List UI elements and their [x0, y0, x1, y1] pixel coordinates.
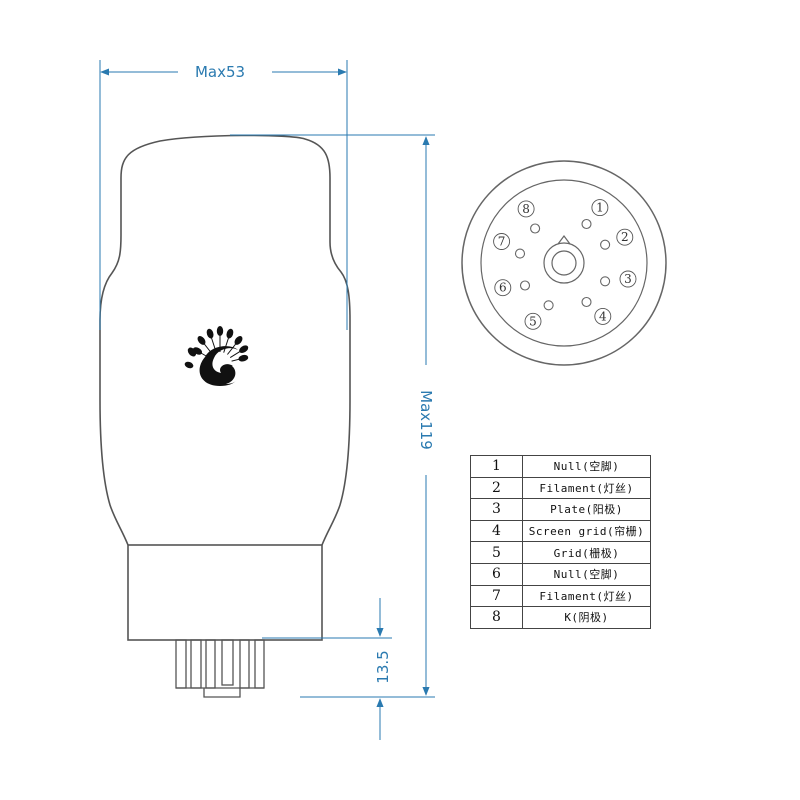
pin-number-text: 1	[596, 201, 604, 215]
pin-hole	[581, 218, 592, 230]
logo-feather-eye	[238, 354, 249, 362]
pin-function-cell: Null(空脚)	[522, 455, 651, 478]
pin-number-circle	[524, 312, 542, 330]
pin-number-label: 3	[619, 270, 637, 288]
logo-body	[199, 346, 239, 386]
socket-pin-labels: 1 2 3 4 5 6 7 8	[493, 199, 637, 330]
pin-number-label: 2	[616, 228, 634, 246]
socket-outer-ring	[461, 160, 667, 366]
pin-number-text: 8	[522, 202, 530, 216]
pin-number-text: 4	[599, 309, 607, 323]
logo-feather-eye	[216, 326, 224, 336]
socket-key	[557, 235, 571, 245]
pin-function-cell: Screen grid(帘栅)	[522, 519, 651, 543]
pin-number-circle	[594, 307, 612, 325]
pin-number-text: 6	[499, 281, 507, 295]
pin-number-cell: 3	[470, 498, 523, 521]
height-dimension: Max119	[230, 134, 435, 698]
logo-feather-eye	[197, 335, 206, 345]
socket-center-hole	[551, 250, 577, 276]
tube-glass-envelope	[99, 134, 351, 546]
pin-hole	[581, 296, 592, 308]
logo-feather-eye	[226, 328, 234, 339]
pin-number-circle	[494, 279, 512, 297]
pin-number-text: 2	[621, 230, 629, 244]
tube-outline	[99, 134, 351, 698]
pin-number-cell: 2	[470, 476, 523, 500]
pin-number-label: 8	[517, 200, 535, 218]
logo-feather-eye	[234, 335, 243, 345]
logo-highlight	[226, 364, 241, 384]
pin-number-cell: 8	[470, 606, 523, 629]
pin-number-circle	[616, 228, 634, 246]
pin-number-circle	[591, 199, 609, 217]
height-label: Max119	[417, 390, 435, 450]
pin-number-cell: 4	[470, 519, 523, 543]
logo-feather-eye	[187, 347, 197, 357]
pin-number-text: 7	[498, 235, 506, 249]
pin-hole	[514, 248, 526, 259]
pin-number-circle	[619, 270, 637, 288]
pin-number-label: 5	[524, 312, 542, 330]
width-dimension: Max53	[99, 60, 348, 330]
pin-number-cell: 6	[470, 562, 523, 586]
logo-feather-eye	[184, 361, 194, 369]
logo-feather-eye	[206, 328, 214, 339]
pin-function-cell: Grid(栅极)	[522, 541, 651, 564]
pin-function-cell: Null(空脚)	[522, 562, 651, 586]
tube-pins	[175, 639, 265, 698]
pin-number-label: 4	[594, 307, 612, 325]
pin-number-text: 5	[529, 314, 537, 328]
pin-number-cell: 5	[470, 541, 523, 564]
tube-base	[127, 544, 323, 641]
pin-hole	[600, 239, 611, 250]
pin-hole	[600, 276, 611, 287]
pin-hole	[530, 223, 541, 234]
pin-number-cell: 1	[470, 455, 523, 478]
pin-length-label: 13.5	[374, 650, 392, 683]
pin-hole	[543, 300, 554, 311]
pin-function-cell: Plate(阳极)	[522, 498, 651, 521]
socket-inner-ring	[480, 179, 648, 347]
pin-number-text: 3	[624, 272, 632, 286]
pin-number-label: 7	[493, 233, 511, 250]
pin-number-circle	[493, 233, 511, 250]
pin-number-circle	[517, 200, 535, 218]
pin-function-cell: Filament(灯丝)	[522, 584, 651, 608]
width-label: Max53	[195, 63, 245, 81]
pin-number-cell: 7	[470, 584, 523, 608]
pin-function-cell: K(阴极)	[522, 606, 651, 629]
logo-feather-eye	[239, 345, 249, 353]
socket-center-post	[543, 242, 585, 284]
pin-number-label: 1	[591, 199, 609, 217]
socket-bottom-view: 1 2 3 4 5 6 7 8	[461, 160, 667, 366]
peacock-logo	[184, 326, 249, 386]
pin-hole	[519, 280, 531, 291]
socket-pin-holes	[514, 218, 611, 311]
pin-function-cell: Filament(灯丝)	[522, 476, 651, 500]
pin-length-dimension: 13.5	[262, 598, 392, 740]
pin-number-label: 6	[494, 279, 512, 297]
